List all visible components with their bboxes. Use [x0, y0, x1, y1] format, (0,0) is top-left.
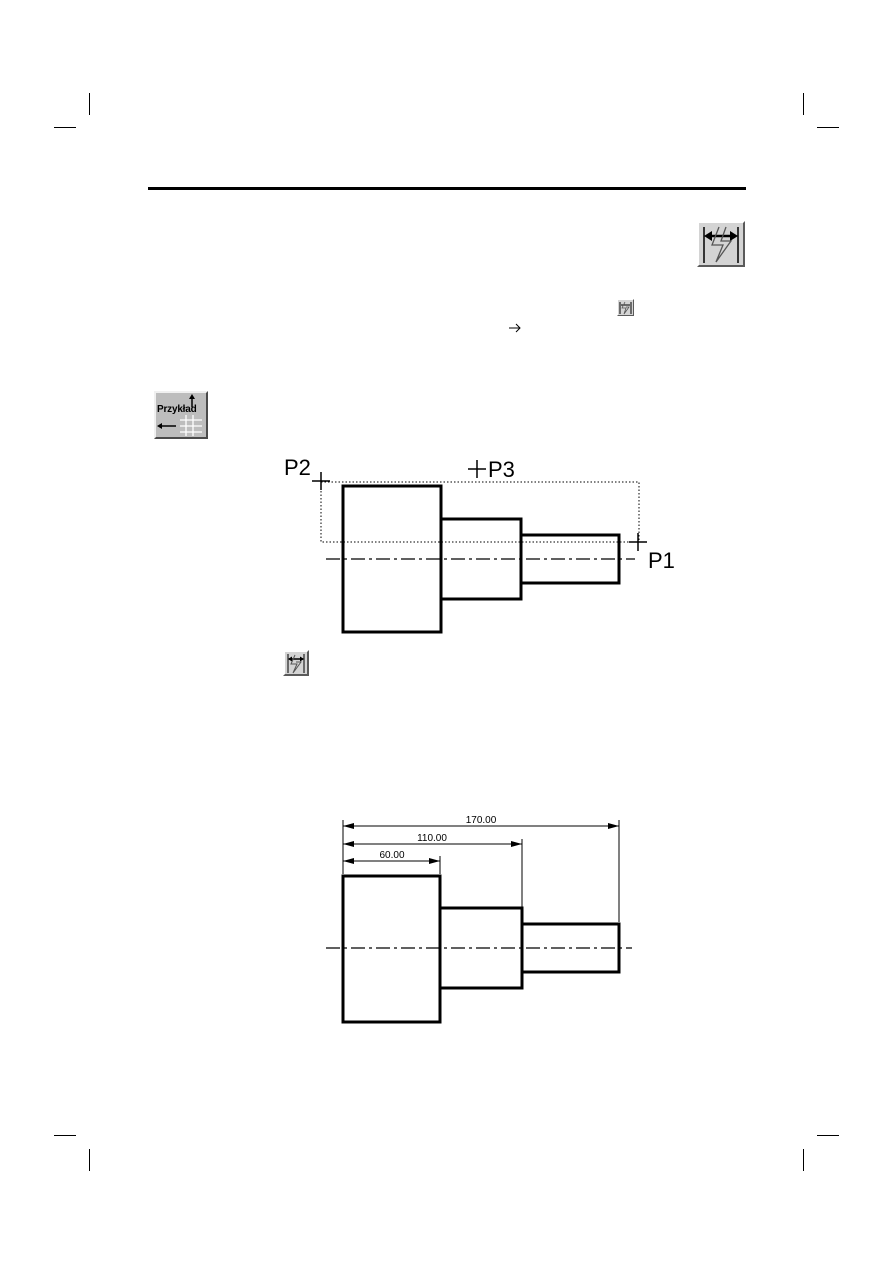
crop-mark-tr-vertical: [803, 93, 804, 115]
crop-mark-tl-horizontal: [54, 127, 76, 128]
example-badge-icon: Przykład: [154, 391, 208, 439]
crop-mark-br-horizontal: [817, 1135, 839, 1136]
shaft-section-large: [341, 874, 442, 1024]
shaft-section-small: [519, 533, 621, 585]
dimension-170: 170.00: [466, 815, 497, 826]
figure-shaft-selection: P2 P3 P1: [284, 455, 675, 634]
crop-mark-bl-vertical: [89, 1149, 90, 1171]
example-badge-label: Przykład: [157, 404, 197, 415]
crop-mark-tl-vertical: [89, 93, 90, 115]
baseline-dimension-icon[interactable]: [617, 299, 634, 316]
crop-mark-bl-horizontal: [54, 1135, 76, 1136]
baseline-dimension-icon[interactable]: [283, 650, 309, 676]
right-arrow-icon: [509, 323, 521, 333]
crop-mark-tr-horizontal: [817, 127, 839, 128]
shaft-section-small: [520, 922, 621, 974]
dimension-110: 110.00: [417, 833, 447, 844]
point-label-p3: P3: [488, 457, 515, 482]
point-label-p2: P2: [284, 455, 311, 480]
header-rule: [148, 187, 746, 190]
baseline-dimension-icon[interactable]: [697, 221, 745, 267]
crop-mark-br-vertical: [803, 1149, 804, 1171]
figure-shaft-dimensioned: 170.00 110.00 60.00: [326, 815, 632, 1024]
dimension-60: 60.00: [379, 850, 404, 861]
point-label-p1: P1: [648, 548, 675, 573]
